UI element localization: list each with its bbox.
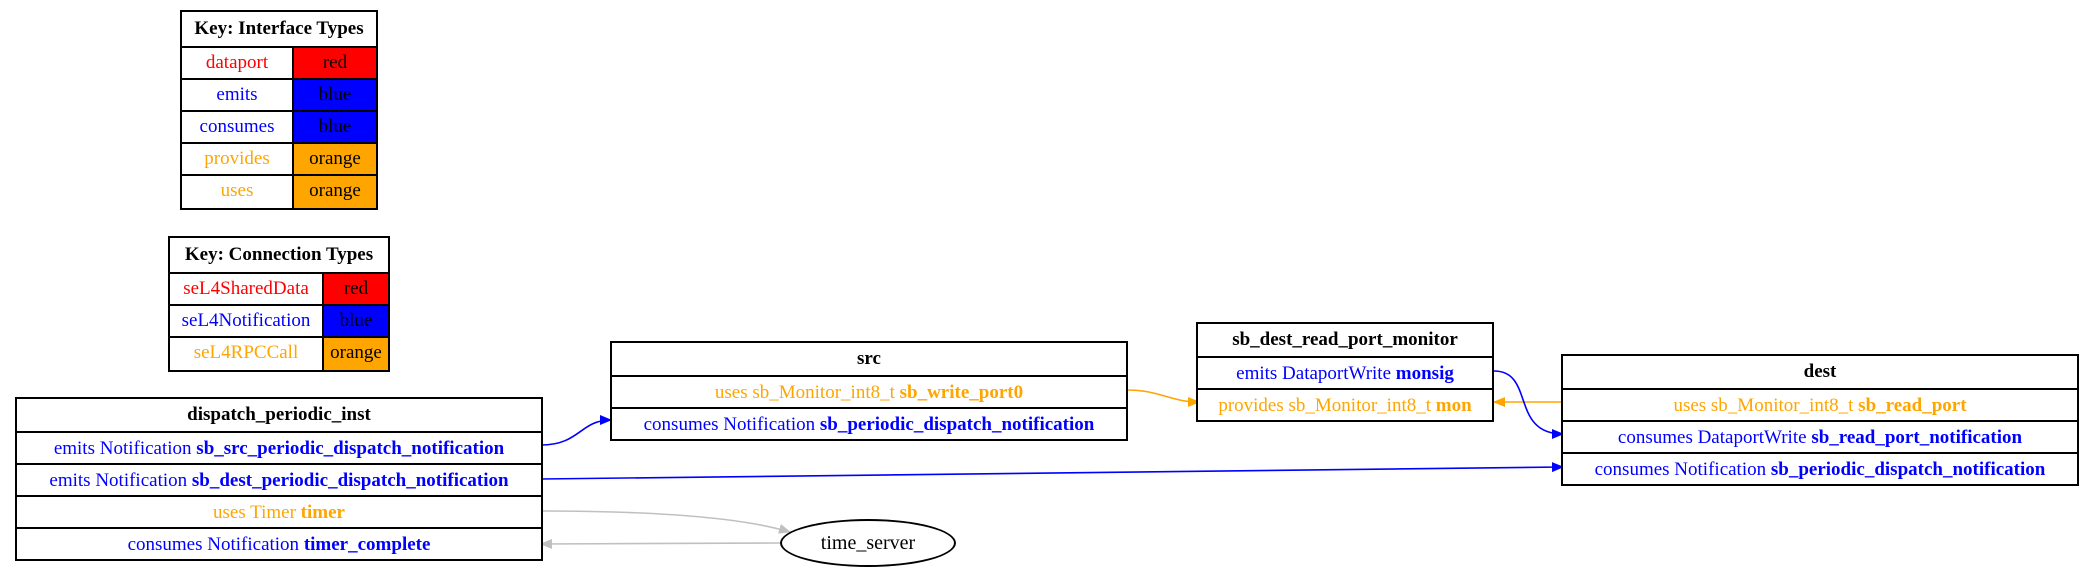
edge-src-to-monitor — [1126, 389, 1200, 407]
port-consumes-read-port-notification: consumes DataportWrite sb_read_port_noti… — [1563, 420, 2077, 452]
interface-types-key: Key: Interface Types dataport red emits … — [180, 10, 378, 210]
interface-key-name: provides — [182, 144, 294, 174]
port-uses-timer: uses Timer timer — [17, 495, 541, 527]
connection-key-title: Key: Connection Types — [170, 238, 388, 274]
interface-key-title: Key: Interface Types — [182, 12, 376, 48]
connection-key-name: seL4Notification — [170, 306, 324, 336]
port-emits-dest-dispatch: emits Notification sb_dest_periodic_disp… — [17, 463, 541, 495]
edge-monitor-to-dest — [1493, 370, 1564, 439]
node-sb-dest-read-port-monitor: sb_dest_read_port_monitor emits Dataport… — [1196, 322, 1494, 422]
node-title: dest — [1803, 361, 1837, 382]
interface-key-row: consumes blue — [182, 112, 376, 144]
connection-key-swatch: orange — [324, 338, 388, 370]
connection-key-row: seL4SharedData red — [170, 274, 388, 306]
interface-key-row: emits blue — [182, 80, 376, 112]
edge-dispatch-to-timeserver — [540, 510, 791, 534]
interface-key-swatch: orange — [294, 176, 376, 208]
interface-key-name: consumes — [182, 112, 294, 142]
edge-timeserver-to-dispatch — [540, 538, 781, 549]
connection-key-row: seL4RPCCall orange — [170, 338, 388, 370]
port-consumes-periodic-dispatch: consumes Notification sb_periodic_dispat… — [1563, 452, 2077, 484]
interface-key-swatch: blue — [294, 112, 376, 142]
interface-key-row: provides orange — [182, 144, 376, 176]
edge-dispatch-to-dest — [540, 462, 1564, 480]
node-dispatch-periodic-inst: dispatch_periodic_inst emits Notificatio… — [15, 397, 543, 561]
interface-key-name: uses — [182, 176, 294, 208]
interface-key-row: uses orange — [182, 176, 376, 208]
node-time-server: time_server — [780, 519, 956, 567]
connection-key-name: seL4SharedData — [170, 274, 324, 304]
interface-key-row: dataport red — [182, 48, 376, 80]
interface-key-name: emits — [182, 80, 294, 110]
node-dest: dest uses sb_Monitor_int8_t sb_read_port… — [1561, 354, 2079, 486]
port-provides-mon: provides sb_Monitor_int8_t mon — [1198, 388, 1492, 420]
connection-key-swatch: blue — [324, 306, 388, 336]
connection-key-swatch: red — [324, 274, 388, 304]
connection-types-key: Key: Connection Types seL4SharedData red… — [168, 236, 390, 372]
interface-key-name: dataport — [182, 48, 294, 78]
port-emits-monsig: emits DataportWrite monsig — [1198, 356, 1492, 388]
port-consumes-timer-complete: consumes Notification timer_complete — [17, 527, 541, 559]
port-uses-write-port: uses sb_Monitor_int8_t sb_write_port0 — [612, 375, 1126, 407]
interface-key-swatch: blue — [294, 80, 376, 110]
interface-key-swatch: red — [294, 48, 376, 78]
node-title: dispatch_periodic_inst — [187, 404, 371, 425]
connection-key-row: seL4Notification blue — [170, 306, 388, 338]
port-consumes-periodic-dispatch: consumes Notification sb_periodic_dispat… — [612, 407, 1126, 439]
node-title: sb_dest_read_port_monitor — [1232, 329, 1458, 350]
port-uses-read-port: uses sb_Monitor_int8_t sb_read_port — [1563, 388, 2077, 420]
node-src: src uses sb_Monitor_int8_t sb_write_port… — [610, 341, 1128, 441]
connection-key-name: seL4RPCCall — [170, 338, 324, 370]
port-emits-src-dispatch: emits Notification sb_src_periodic_dispa… — [17, 431, 541, 463]
edge-dispatch-to-src — [540, 415, 612, 446]
interface-key-swatch: orange — [294, 144, 376, 174]
node-title: src — [857, 348, 881, 369]
